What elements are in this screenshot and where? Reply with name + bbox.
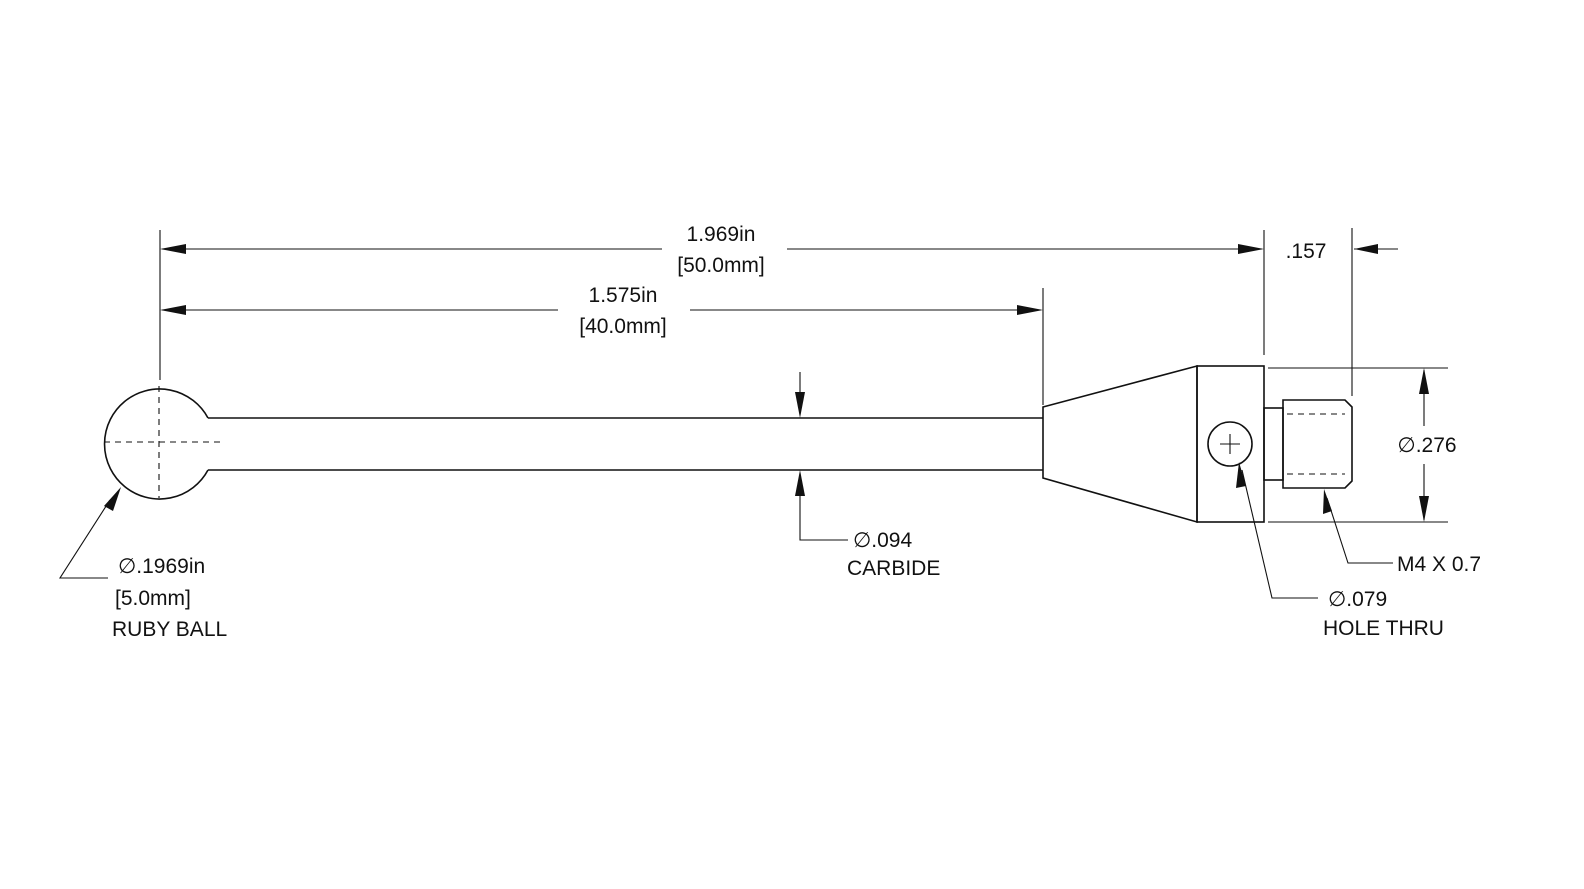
overall-length-mm: [50.0mm] xyxy=(677,254,765,277)
leader-thread xyxy=(1326,497,1393,564)
arrowhead-stem-bottom xyxy=(795,470,805,496)
hole-type-text: HOLE THRU xyxy=(1323,617,1444,640)
arrowhead-overall-right xyxy=(1238,244,1264,254)
overall-length-inch: 1.969in xyxy=(687,223,756,246)
ruby-ball xyxy=(103,388,209,500)
arrowhead-ruby-ball xyxy=(104,487,121,511)
arrowhead-thread-callout xyxy=(1323,489,1332,514)
ball-mm-text: [5.0mm] xyxy=(115,587,191,610)
tapered-body xyxy=(1042,364,1198,524)
stem-diameter-text: ∅.094 xyxy=(853,529,912,552)
arrowhead-thread xyxy=(1354,244,1378,254)
arrowhead-hole xyxy=(1236,462,1246,488)
thread-length-text: .157 xyxy=(1286,240,1327,263)
arrowhead-stem-right xyxy=(1017,305,1043,315)
leader-stem xyxy=(799,496,848,541)
hole-diameter-text: ∅.079 xyxy=(1328,588,1387,611)
arrowhead-stem-top xyxy=(795,392,805,418)
stem-length-inch: 1.575in xyxy=(589,284,658,307)
thread-callout-text: M4 X 0.7 xyxy=(1397,553,1481,576)
arrowhead-body-top xyxy=(1419,368,1429,394)
thread xyxy=(1282,399,1353,489)
stem-material-text: CARBIDE xyxy=(847,557,940,580)
arrowhead-stem-left xyxy=(160,305,186,315)
body-diameter-text: ∅.276 xyxy=(1397,434,1456,457)
stem-length-mm: [40.0mm] xyxy=(579,315,667,338)
leader-ruby-ball xyxy=(58,499,111,579)
ball-material-text: RUBY BALL xyxy=(112,618,227,641)
arrowhead-overall-left xyxy=(160,244,186,254)
arrowhead-body-bottom xyxy=(1419,496,1429,522)
cross-hole xyxy=(1207,421,1253,467)
thread-neck xyxy=(1263,407,1284,481)
ball-diameter-text: ∅.1969in xyxy=(118,555,205,578)
leader-hole xyxy=(1241,469,1318,599)
